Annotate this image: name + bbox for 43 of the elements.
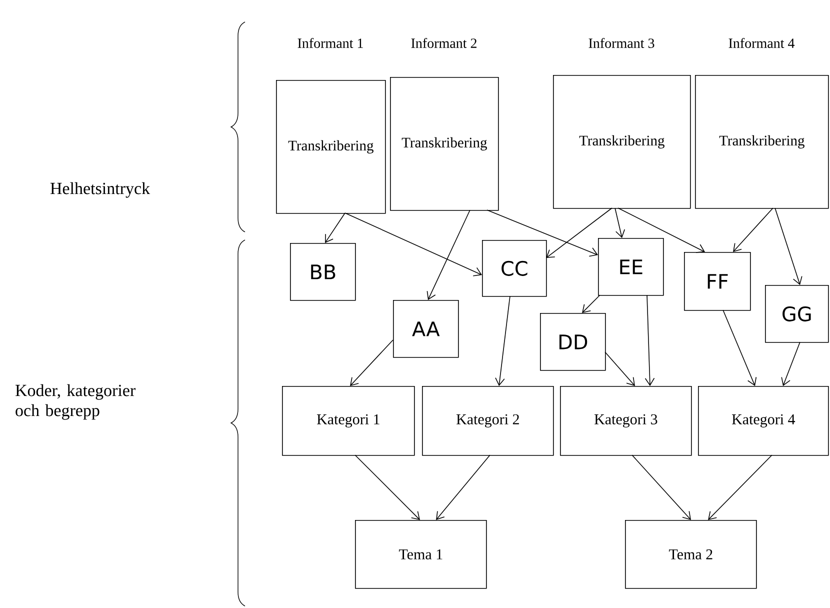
category-box: Kategori 4: [698, 386, 829, 456]
code-box: FF: [684, 252, 751, 311]
informant-heading: Informant 1: [298, 38, 363, 48]
section-label: Koder, kategorier och begrepp: [15, 384, 136, 420]
code-box: EE: [598, 238, 664, 296]
code-box: BB: [290, 243, 356, 301]
arrow: [325, 212, 346, 243]
arrow: [582, 294, 600, 313]
transcription-box: Transkribering: [276, 80, 386, 214]
arrow: [781, 342, 800, 386]
arrow: [495, 296, 510, 386]
transcription-box: Transkribering: [553, 75, 691, 209]
arrow: [426, 210, 470, 300]
category-box: Tema 1: [355, 520, 487, 589]
arrow: [708, 454, 772, 520]
category-box: Tema 2: [625, 520, 757, 589]
arrow: [632, 454, 691, 520]
informant-heading: Informant 2: [411, 38, 476, 48]
arrow: [644, 294, 655, 386]
category-box: Kategori 3: [560, 386, 692, 456]
arrow: [350, 340, 394, 386]
arrow: [486, 210, 598, 257]
code-box: AA: [393, 300, 459, 358]
code-box: GG: [765, 285, 829, 343]
arrow: [733, 208, 774, 252]
informant-heading: Informant 4: [728, 38, 795, 48]
transcription-box: Transkribering: [695, 75, 829, 209]
category-box: Kategori 2: [422, 386, 554, 456]
arrow: [436, 454, 490, 520]
section-label: Helhetsintryck: [50, 182, 150, 198]
transcription-box: Transkribering: [390, 77, 499, 211]
arrow: [722, 310, 757, 386]
arrow: [614, 208, 626, 238]
arrow: [546, 208, 612, 258]
arrow: [618, 208, 705, 253]
arrow: [344, 212, 482, 276]
informant-heading: Informant 3: [588, 38, 654, 48]
category-box: Kategori 1: [282, 386, 415, 456]
arrow: [774, 208, 802, 285]
arrow: [604, 352, 635, 386]
arrow: [354, 454, 420, 520]
code-box: DD: [540, 313, 606, 371]
code-box: CC: [482, 240, 547, 297]
